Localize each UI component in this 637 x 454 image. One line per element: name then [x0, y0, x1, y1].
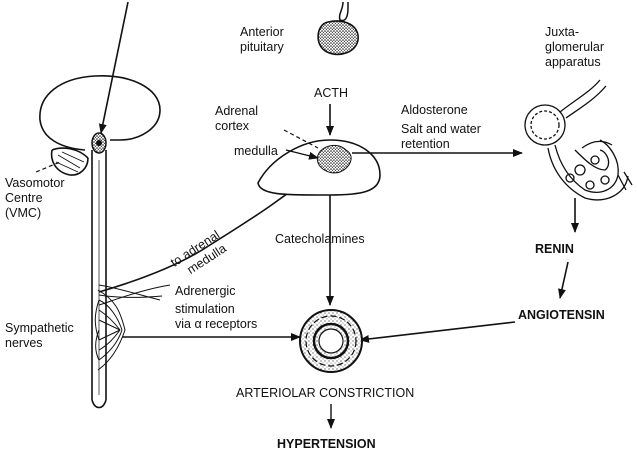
pituitary-gland [317, 1, 359, 56]
sympathetic-nerve-fan [94, 284, 171, 371]
medulla-label: medulla [234, 144, 278, 158]
hypertension-label: HYPERTENSION [277, 437, 376, 451]
sympathetic-label: Sympathetic nerves [5, 321, 74, 350]
adrenergic-label: Adrenergic stimulation via α receptors [175, 284, 258, 331]
medulla-pointer [285, 149, 319, 160]
acth-label: ACTH [314, 86, 349, 100]
angiotensin-arrow [558, 261, 569, 299]
brain-and-spinal-cord [39, 75, 161, 409]
angiotensin-to-arteriole-arrow [359, 321, 516, 343]
adrenal-gland [257, 139, 381, 196]
juxtaglomerular-label: Juxta- glomerular apparatus [545, 25, 605, 69]
arteriolar-label: ARTERIOLAR CONSTRICTION [236, 386, 415, 400]
renin-label: RENIN [535, 242, 574, 256]
catecholamines-label: Catecholamines [275, 232, 365, 246]
vmc-core [96, 140, 102, 146]
vmc-pointer [35, 161, 61, 173]
input-arrow-to-vmc [98, 1, 129, 134]
angiotensin-label: ANGIOTENSIN [518, 308, 605, 322]
arteriole-cross-section [299, 309, 363, 373]
juxtaglomerular-apparatus [524, 79, 633, 201]
vasomotor-label: Vasomotor Centre (VMC) [5, 176, 65, 220]
aldosterone-label: Aldosterone [401, 103, 468, 117]
adrenal-cortex-label: Adrenal cortex [215, 104, 259, 133]
salt-water-label: Salt and water retention [401, 122, 481, 151]
anterior-pituitary-label: Anterior pituitary [240, 25, 284, 54]
